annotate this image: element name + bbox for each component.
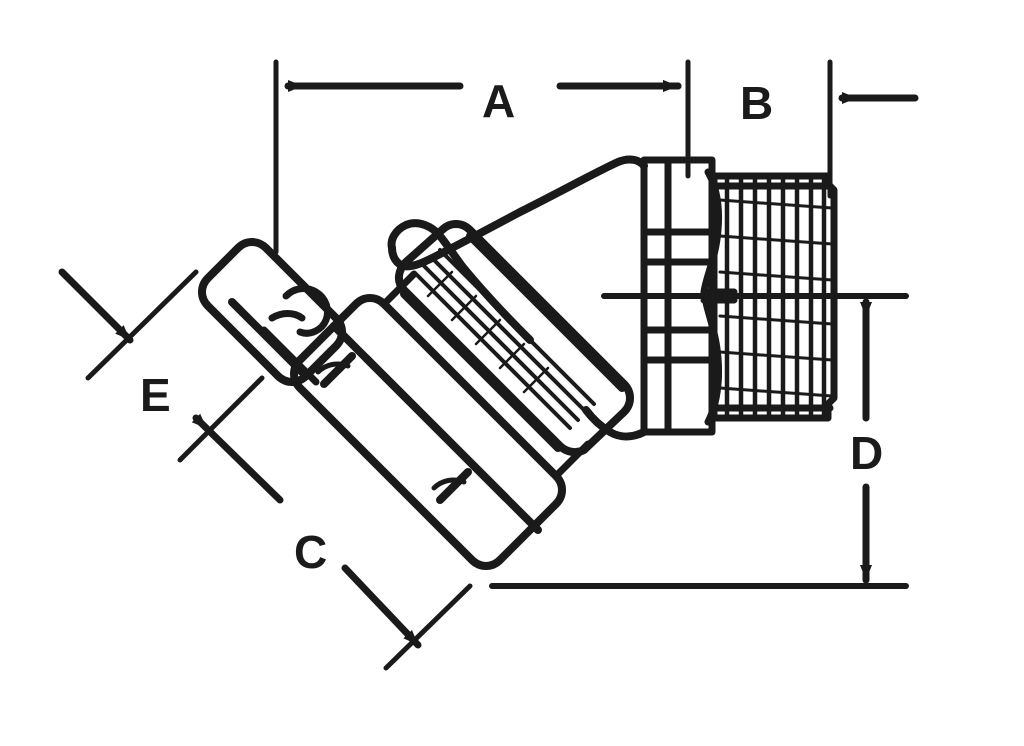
flange-outer <box>640 156 716 436</box>
drawing-ink <box>58 59 919 671</box>
dimension-E <box>58 268 134 344</box>
hex-corner-mark-lower <box>436 468 472 504</box>
hex-relief-notch-lower <box>431 477 467 491</box>
joint-seams <box>260 270 592 480</box>
thread-outer-profile <box>710 172 838 422</box>
barrel-thread-crosshatch <box>426 270 550 394</box>
extension-line-C-lower <box>383 583 473 671</box>
hex-facet-2 <box>362 354 542 534</box>
elbow-upper-sweep <box>388 155 648 271</box>
flange-block <box>640 156 716 436</box>
extension-lines-C <box>177 375 473 671</box>
elbow-crown <box>387 219 466 270</box>
thread-crest-lines <box>724 174 827 420</box>
hex-nut <box>290 294 566 570</box>
seam-barrel-to-elbow <box>552 440 592 480</box>
dimension-C-arrow-lower <box>341 564 422 649</box>
extension-line-C-upper <box>177 375 265 463</box>
hex-nut-relief <box>315 361 467 491</box>
socket-end <box>198 238 346 386</box>
socket-collar <box>268 285 332 337</box>
dimension-label-C: C <box>294 526 328 578</box>
barrel-edge-lower <box>400 290 562 452</box>
collar-profile <box>282 285 332 337</box>
hex-nut-outline <box>290 294 566 570</box>
barrel-thread-lines <box>414 248 596 430</box>
dimension-label-A: A <box>482 75 516 127</box>
dimension-E-arrow <box>58 268 134 344</box>
hex-corner-mark-upper <box>320 352 356 388</box>
dimension-label-E: E <box>140 369 171 421</box>
seam-socket-to-hex <box>260 326 320 386</box>
barrel-edge-upper <box>466 232 626 392</box>
extension-lines-E <box>85 269 199 381</box>
hex-relief-notch-upper <box>315 361 351 375</box>
elbow-flange-foot <box>582 406 648 441</box>
seam-hex-to-barrel <box>380 270 418 308</box>
dimension-label-D: D <box>850 427 884 479</box>
extension-line-E <box>85 269 199 381</box>
thread-helix-lines <box>718 198 834 398</box>
collar-gap <box>268 310 306 322</box>
dimension-B <box>596 80 919 104</box>
socket-outline <box>198 238 346 386</box>
dimension-label-B: B <box>740 77 774 129</box>
